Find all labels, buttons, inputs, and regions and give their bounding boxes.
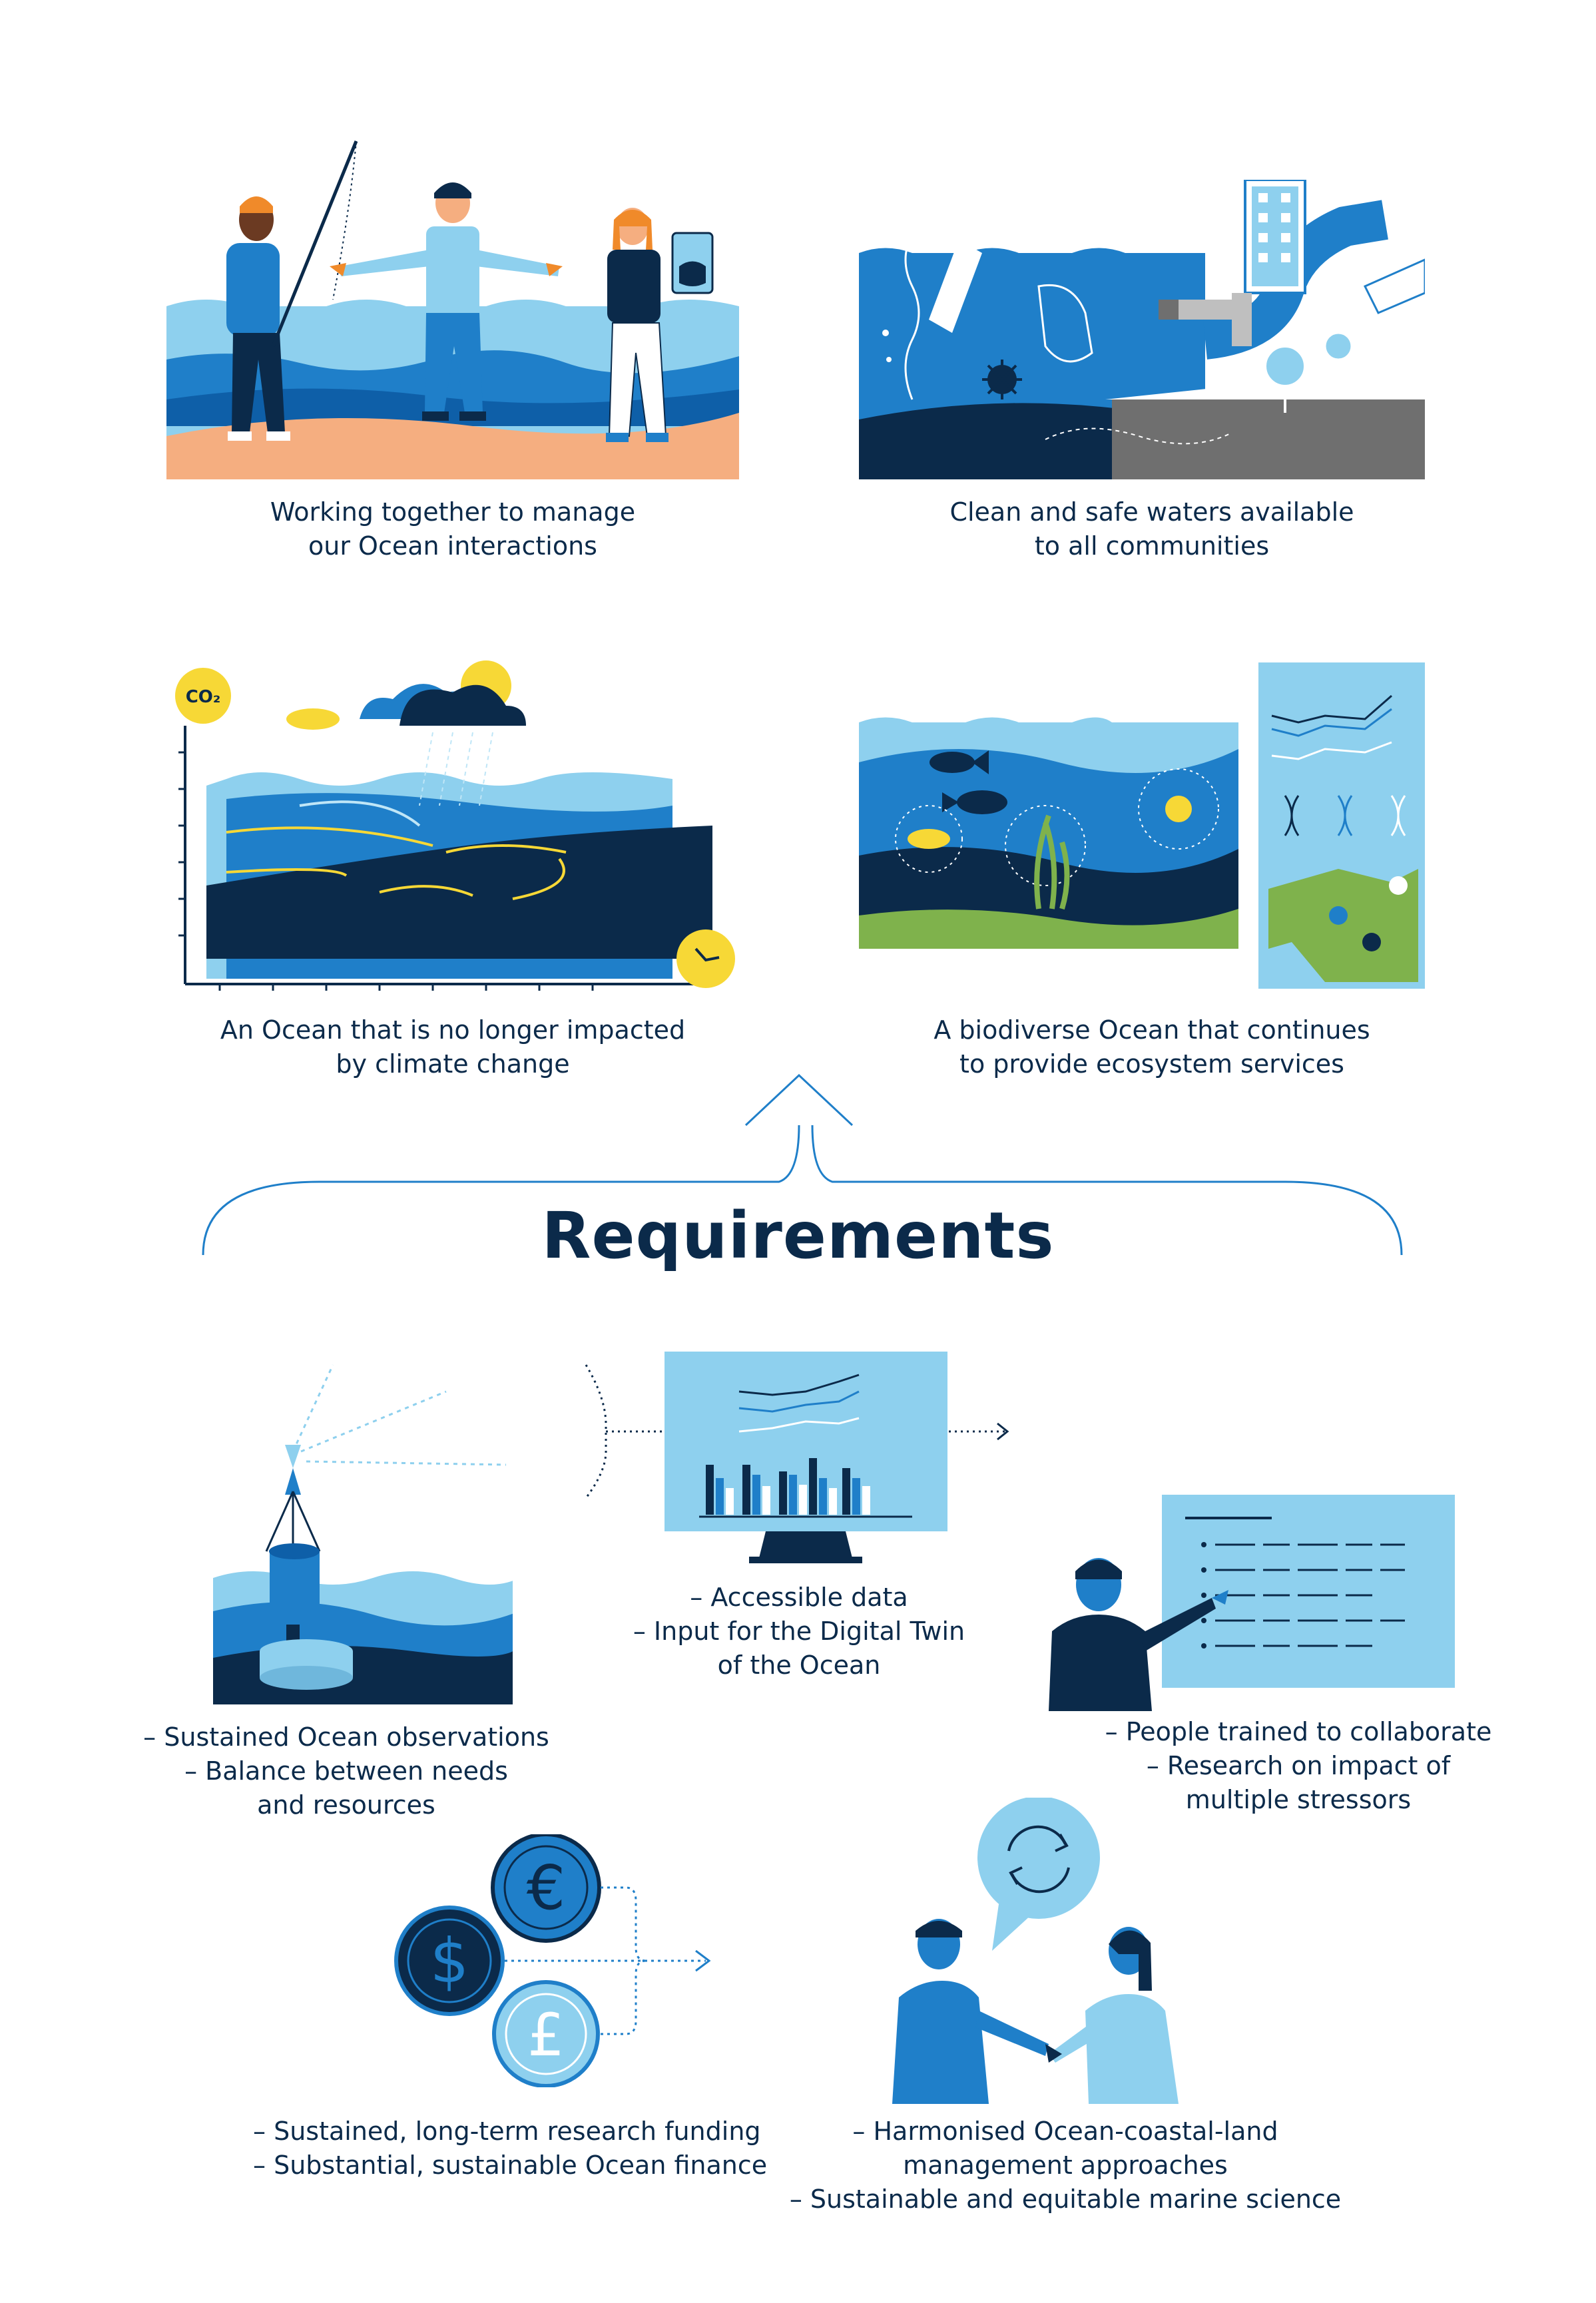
caption-line: by climate change xyxy=(336,1049,570,1079)
co2-badge: CO₂ xyxy=(186,687,221,707)
caption-line: – Input for the Digital Twin xyxy=(633,1617,965,1646)
caption-observations: – Sustained Ocean observations – Balance… xyxy=(140,1720,553,1822)
caption-line: – Accessible data xyxy=(690,1583,908,1612)
illustration-presenter xyxy=(1045,1491,1458,1711)
caption-accessible-data: – Accessible data – Input for the Digita… xyxy=(579,1581,1019,1682)
requirements-bracket xyxy=(193,1072,1412,1265)
caption-harmonised: – Harmonised Ocean-coastal-land manageme… xyxy=(779,2115,1352,2216)
illustration-coins: € $ £ xyxy=(386,1832,719,2088)
caption-line: An Ocean that is no longer impacted xyxy=(220,1015,686,1045)
caption-line: to provide ecosystem services xyxy=(959,1049,1344,1079)
illustration-biodiversity xyxy=(859,662,1425,989)
caption-line: – Sustainable and equitable marine scien… xyxy=(789,2184,1342,2214)
caption-line: Clean and safe waters available xyxy=(949,497,1354,527)
requirements-title: Requirements xyxy=(541,1198,1055,1273)
illustration-climate: CO₂ xyxy=(166,646,746,992)
illustration-data-monitor xyxy=(579,1345,1019,1565)
caption-line: – Research on impact of xyxy=(1146,1751,1451,1780)
caption-working-together: Working together to manage our Ocean int… xyxy=(166,495,739,563)
illustration-clean-water xyxy=(859,178,1426,479)
caption-line: A biodiverse Ocean that continues xyxy=(933,1015,1370,1045)
caption-line: multiple stressors xyxy=(1185,1785,1412,1814)
caption-clean-water: Clean and safe waters available to all c… xyxy=(859,495,1445,563)
euro-coin: € xyxy=(527,1852,566,1923)
caption-line: management approaches xyxy=(903,2151,1228,2180)
caption-line: our Ocean interactions xyxy=(308,531,597,561)
caption-people-trained: – People trained to collaborate – Resear… xyxy=(1099,1715,1498,1817)
caption-line: – People trained to collaborate xyxy=(1105,1717,1492,1746)
caption-line: Working together to manage xyxy=(270,497,636,527)
illustration-working-together xyxy=(166,133,739,479)
illustration-buoy xyxy=(213,1358,519,1704)
caption-biodiversity: A biodiverse Ocean that continues to pro… xyxy=(852,1013,1452,1081)
caption-line: – Balance between needs xyxy=(184,1756,508,1786)
illustration-handshake xyxy=(886,1796,1205,2104)
caption-line: to all communities xyxy=(1034,531,1270,561)
caption-line: – Sustained Ocean observations xyxy=(143,1722,549,1752)
caption-climate: An Ocean that is no longer impacted by c… xyxy=(166,1013,739,1081)
caption-line: – Sustained, long-term research funding xyxy=(253,2117,761,2146)
caption-line: – Substantial, sustainable Ocean finance xyxy=(253,2151,768,2180)
caption-line: – Harmonised Ocean-coastal-land xyxy=(852,2117,1278,2146)
caption-line: of the Ocean xyxy=(717,1651,881,1680)
pound-coin: £ xyxy=(527,2001,565,2069)
caption-line: and resources xyxy=(257,1790,435,1820)
caption-funding: – Sustained, long-term research funding … xyxy=(253,2115,768,2182)
dollar-coin: $ xyxy=(430,1925,469,1997)
